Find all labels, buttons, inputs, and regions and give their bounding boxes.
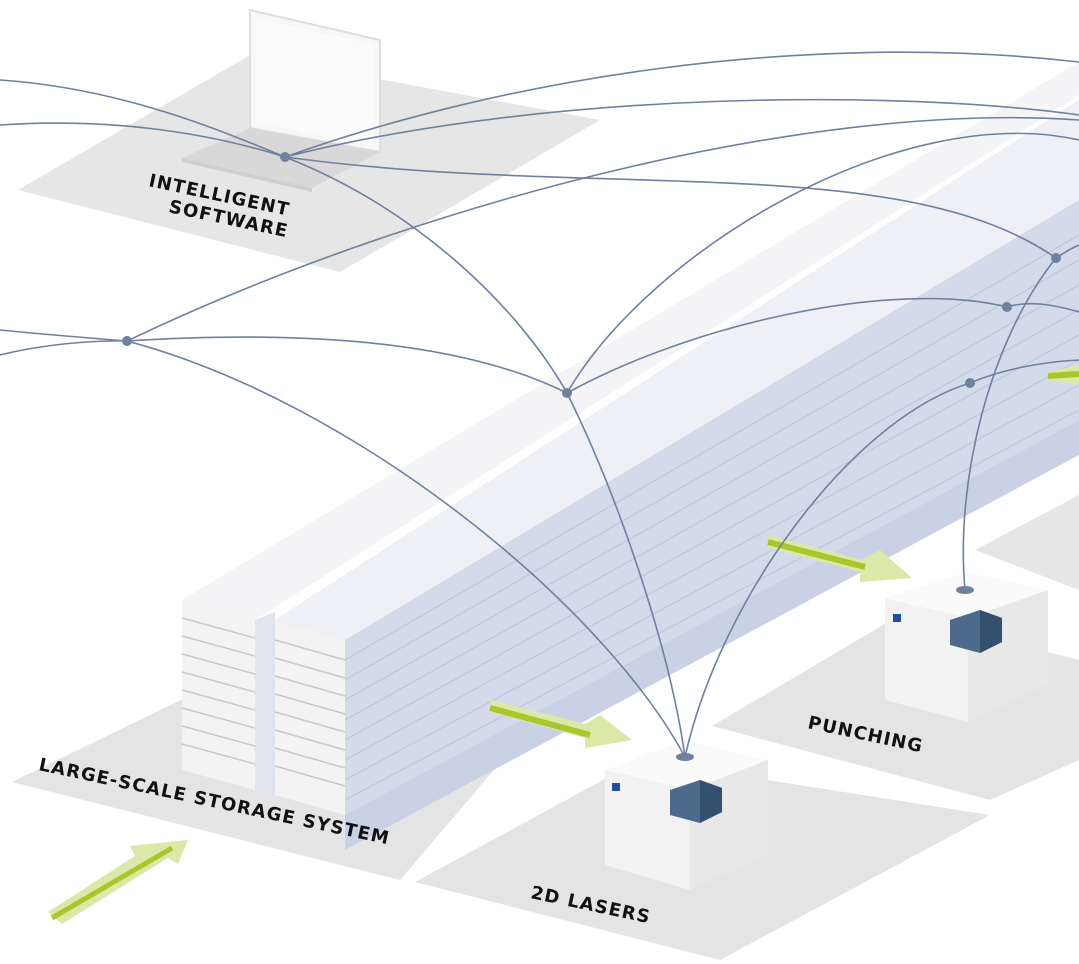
- laptop-icon: [182, 8, 381, 192]
- flow-arrow-icon: [767, 535, 912, 582]
- punching-machine-icon: [885, 572, 1048, 722]
- laser-machine-icon: [605, 740, 768, 890]
- right-floor: [975, 495, 1079, 590]
- network-lines: [0, 51, 1079, 761]
- flow-arrow-icon: [489, 700, 632, 748]
- storage-rack-icon: [181, 62, 1079, 850]
- flow-arrow-icon: [1047, 365, 1079, 385]
- flow-arrow-icon: [48, 840, 188, 924]
